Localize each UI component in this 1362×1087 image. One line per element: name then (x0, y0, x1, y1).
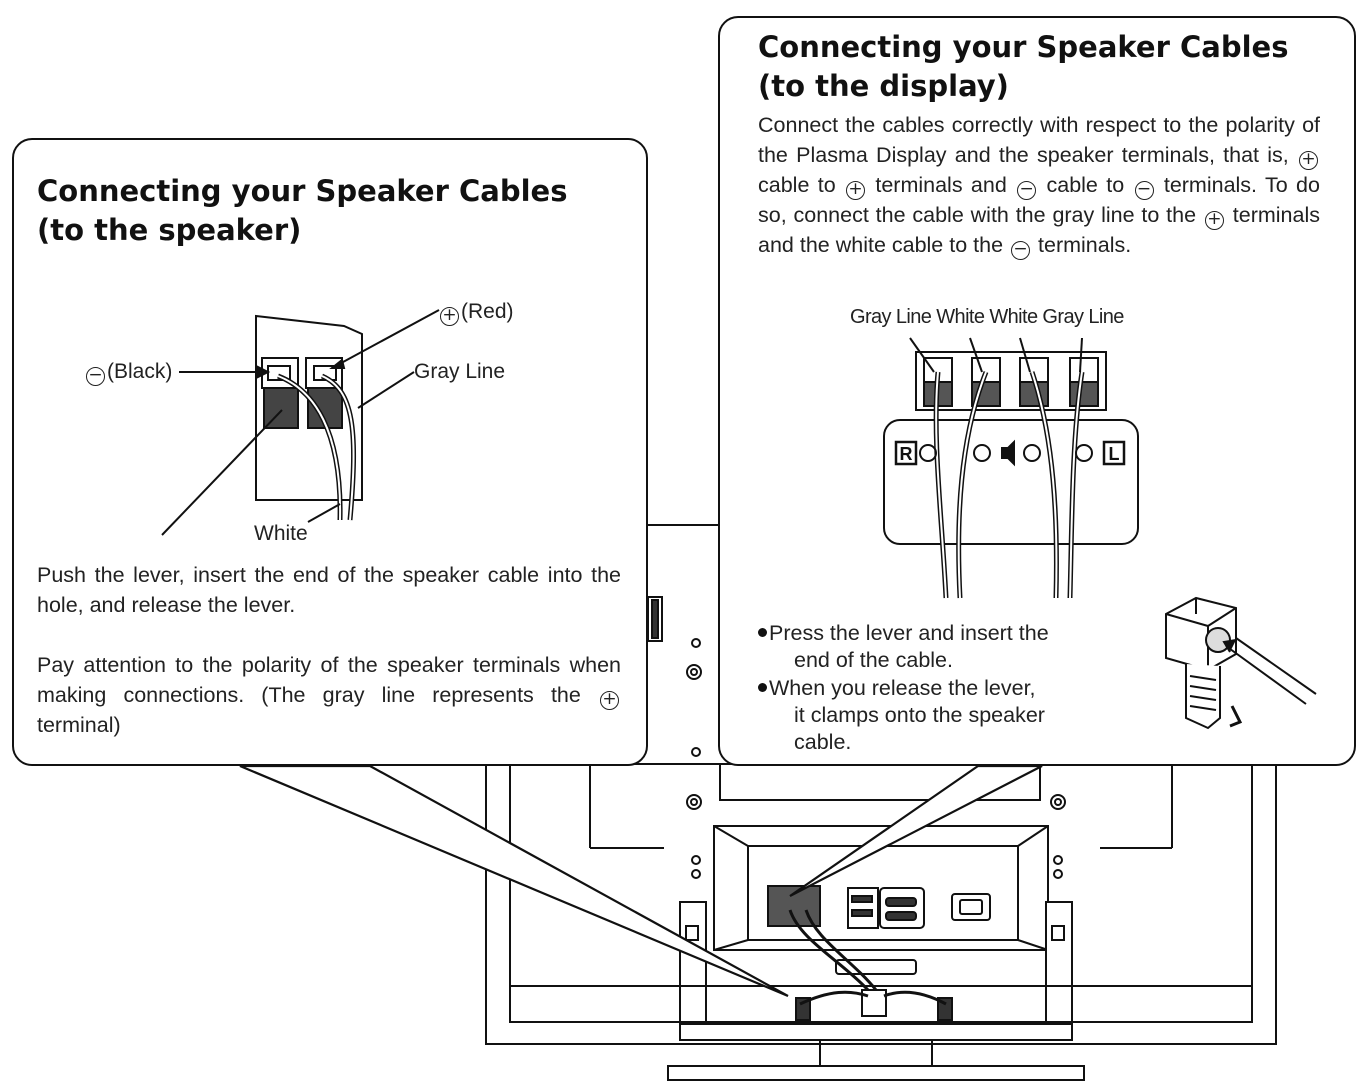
minus-symbol-icon: − (1011, 241, 1031, 260)
power-inlet (951, 893, 991, 921)
label-black-terminal: −(Black) (84, 360, 172, 386)
plus-symbol-icon: + (846, 181, 866, 200)
bullet-dot-icon (758, 628, 767, 637)
display-connection-panel: Connecting your Speaker Cables (to the d… (718, 16, 1356, 766)
label-white: White (254, 522, 308, 545)
panel-letter-l: L (1109, 444, 1120, 464)
speaker-title-line2: (to the speaker) (37, 213, 302, 247)
display-polarity-text: Connect the cables correctly with respec… (758, 113, 1320, 260)
minus-symbol-icon: − (1017, 181, 1037, 200)
black-terminal-lever (263, 387, 299, 429)
stand-base (679, 1023, 1073, 1041)
bullet-dot-icon (758, 683, 767, 692)
speaker-polarity-note: Pay attention to the polarity of the spe… (37, 653, 621, 737)
plus-symbol-icon: + (1204, 211, 1224, 230)
speaker-terminal-illustration (161, 309, 440, 536)
minus-symbol-icon: − (86, 367, 105, 386)
speaker-instruction-text: Push the lever, insert the end of the sp… (37, 563, 621, 617)
terminal-lever-illustration (1165, 596, 1317, 730)
stand-post-left (679, 901, 707, 1025)
speaker-title-line1: Connecting your Speaker Cables (37, 174, 568, 208)
callout-pointer-left (239, 764, 789, 998)
stand-post-right (1045, 901, 1073, 1025)
bullet-release-lever: When you release the lever,it clamps ont… (758, 675, 1178, 756)
speaker-connection-panel: Connecting your Speaker Cables (to the s… (12, 138, 648, 766)
display-title-line2: (to the display) (758, 69, 1009, 103)
plus-symbol-icon: + (600, 691, 619, 710)
speaker-icon (1001, 439, 1015, 467)
label-red-terminal: +(Red) (438, 300, 514, 326)
panel-letter-r: R (900, 444, 913, 464)
label-gray-line: Gray Line (414, 360, 506, 383)
display-terminal-panel (883, 419, 1139, 545)
cable-labels: Gray Line White White Gray Line (850, 306, 1124, 328)
plus-symbol-icon: + (440, 307, 459, 326)
speaker-panel-title: Connecting your Speaker Cables (to the s… (37, 172, 627, 250)
callout-pointer-right (789, 764, 1043, 897)
display-title-line1: Connecting your Speaker Cables (758, 30, 1289, 64)
plus-symbol-icon: + (1298, 151, 1318, 170)
display-panel-title: Connecting your Speaker Cables (to the d… (758, 28, 1348, 106)
display-terminal-illustration: R L (883, 337, 1139, 599)
minus-symbol-icon: − (1134, 181, 1154, 200)
